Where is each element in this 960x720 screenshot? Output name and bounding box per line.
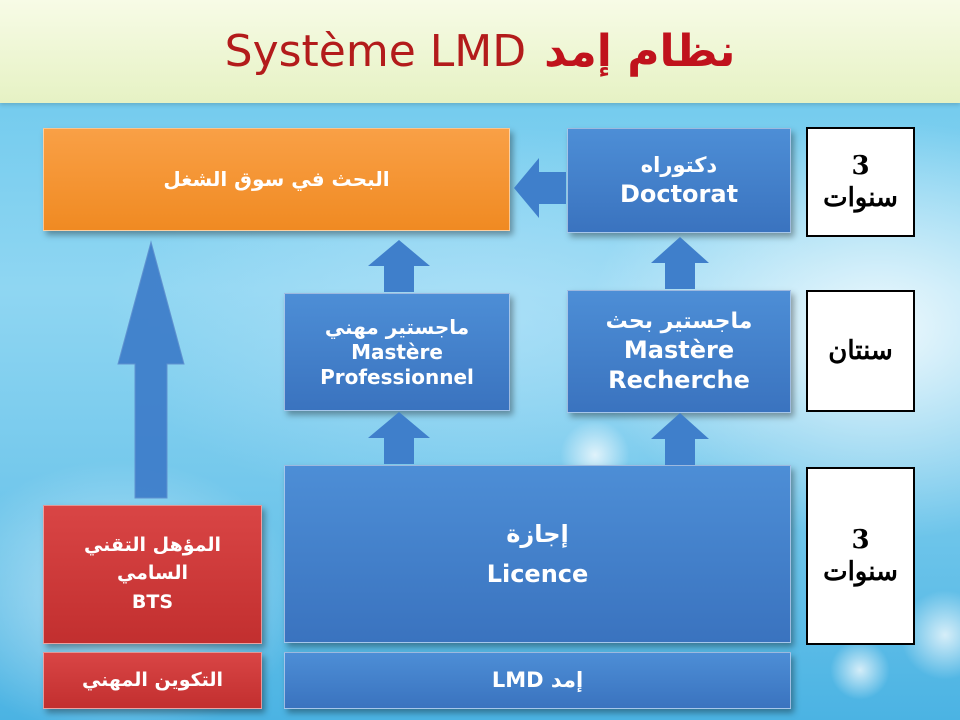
duration-master-box: سنتان (806, 290, 915, 412)
duration-licence-number: 3 (851, 524, 870, 555)
arrow-master-pro-to-job-icon (368, 240, 430, 292)
master-research-french-2: Recherche (608, 366, 750, 395)
arrow-licence-to-master-research-icon (651, 413, 709, 465)
doctorat-arabic: دكتوراه (640, 153, 718, 178)
licence-french: Licence (486, 560, 589, 588)
lmd-footer-label: إمد LMD (491, 668, 584, 693)
master-pro-box: ماجستير مهني Mastère Professionnel (284, 293, 510, 411)
job-search-box: البحث في سوق الشغل (43, 128, 510, 231)
master-pro-arabic: ماجستير مهني (324, 314, 470, 339)
lmd-footer-box: إمد LMD (284, 652, 791, 709)
arrow-master-research-to-doctorat-icon (651, 237, 709, 289)
vocational-label: التكوين المهني (81, 668, 224, 691)
master-research-french-1: Mastère (623, 336, 735, 365)
master-pro-french-2: Professionnel (320, 364, 474, 389)
duration-licence-unit: سنوات (823, 557, 898, 587)
arrow-doctorat-to-job-icon (514, 158, 566, 218)
bts-arabic-1: المؤهل التقني (83, 533, 222, 556)
duration-doctorat-unit: سنوات (823, 183, 898, 213)
master-pro-french-1: Mastère (351, 339, 443, 364)
job-search-label: البحث في سوق الشغل (163, 167, 390, 191)
duration-licence-box: 3 سنوات (806, 467, 915, 645)
doctorat-box: دكتوراه Doctorat (567, 128, 791, 233)
duration-doctorat-box: 3 سنوات (806, 127, 915, 237)
doctorat-french: Doctorat (619, 179, 739, 208)
arrow-licence-to-master-pro-icon (368, 412, 430, 464)
bts-arabic-2: السامي (116, 561, 189, 584)
duration-master-label: سنتان (828, 335, 893, 366)
duration-doctorat-number: 3 (851, 150, 870, 181)
title-french: Système LMD (224, 26, 527, 77)
title-bar: Système LMD نظام إمد (0, 0, 960, 103)
arrow-bts-to-job-icon (117, 240, 185, 499)
decorative-bubble (830, 640, 890, 700)
licence-box: إجازة Licence (284, 465, 791, 643)
vocational-box: التكوين المهني (43, 652, 262, 709)
title-arabic: نظام إمد (544, 26, 736, 77)
bts-french: BTS (131, 591, 174, 614)
master-research-box: ماجستير بحث Mastère Recherche (567, 290, 791, 413)
master-research-arabic: ماجستير بحث (605, 308, 753, 334)
licence-arabic: إجازة (506, 520, 569, 548)
bts-box: المؤهل التقني السامي BTS (43, 505, 262, 644)
